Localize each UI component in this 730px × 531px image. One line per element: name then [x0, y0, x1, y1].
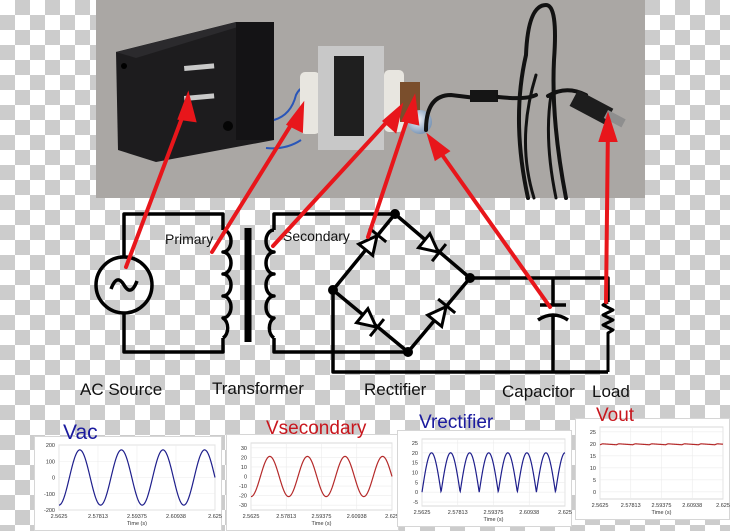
y-tick-label: -20	[239, 494, 247, 500]
y-tick-label: 15	[412, 461, 418, 467]
y-tick-label: 0	[415, 490, 418, 496]
schematic	[94, 209, 615, 374]
y-tick-label: -5	[413, 500, 418, 506]
y-tick-label: -10	[239, 484, 247, 490]
y-tick-label: -100	[44, 492, 55, 498]
x-tick-label: 2.59375	[484, 510, 504, 516]
node-dot	[403, 347, 413, 357]
wire-ground	[331, 290, 608, 374]
sine-icon	[109, 278, 139, 292]
node-dot	[328, 285, 338, 295]
y-tick-label: 25	[590, 430, 596, 436]
x-axis-label: Time (s)	[652, 510, 672, 516]
label-ac-source: AC Source	[80, 380, 163, 399]
x-tick-label: 2.625	[558, 510, 572, 516]
wire-secondary-bottom	[272, 338, 408, 354]
y-tick-label: 30	[241, 446, 247, 452]
chart-vout: 25 20 15 10 5 0 2.5625 2.57813 2.59375 2.60938 2.6…	[575, 418, 730, 520]
y-tick-label: 5	[593, 478, 596, 484]
primary-label: Primary	[165, 231, 214, 247]
chart-vout-plot: 25 20 15 10 5 0 2.5625 2.57813 2.59375 2.60938 2.6…	[590, 426, 730, 516]
y-tick-label: 10	[590, 466, 596, 472]
x-tick-label: 2.5625	[592, 503, 609, 509]
x-tick-label: 2.57813	[448, 510, 468, 516]
diode-3	[353, 305, 386, 338]
x-axis-label: Time (s)	[312, 521, 332, 527]
series-line	[599, 443, 724, 446]
y-tick-label: 10	[241, 465, 247, 471]
x-tick-label: 2.57813	[276, 514, 296, 520]
y-tick-label: 0	[52, 476, 55, 482]
circuit-photo	[96, 0, 645, 200]
x-tick-label: 2.625	[385, 514, 399, 520]
secondary-coil	[264, 228, 276, 340]
primary-coil	[221, 228, 233, 340]
y-tick-label: -200	[44, 508, 55, 514]
y-tick-label: 0	[593, 490, 596, 496]
y-tick-label: -30	[239, 503, 247, 509]
chart-vsecondary-plot: 30 20 10 0 -10 -20 -30 2.5625 2.57813 2.59375 2.60…	[239, 442, 399, 527]
x-tick-label: 2.5625	[243, 514, 260, 520]
node-dot	[390, 209, 400, 219]
wire-output	[470, 276, 610, 302]
y-tick-label: 25	[412, 441, 418, 447]
x-tick-label: 2.625	[208, 514, 222, 520]
chart-vrectifier-title: Vrectifier	[419, 412, 494, 433]
resistor-symbol	[601, 300, 615, 372]
chart-vsecondary-title: Vsecondary	[266, 418, 367, 439]
x-tick-label: 2.60938	[347, 514, 367, 520]
chart-vsecondary: 30 20 10 0 -10 -20 -30 2.5625 2.57813 2.59375 2.60…	[226, 434, 399, 531]
series-line	[421, 452, 566, 494]
y-tick-label: 20	[241, 455, 247, 461]
x-tick-label: 2.60938	[166, 514, 186, 520]
x-tick-label: 2.5625	[414, 510, 431, 516]
x-tick-label: 2.59375	[312, 514, 332, 520]
chart-vrectifier-plot: 25 20 15 10 5 0 -5 2.5625 2.57813 2.59375 2.60938 2…	[412, 438, 572, 523]
y-tick-label: 200	[46, 443, 55, 449]
chart-vac-title: Vac	[63, 421, 98, 444]
y-tick-label: 5	[415, 480, 418, 486]
label-load: Load	[592, 382, 630, 401]
x-tick-label: 2.5625	[51, 514, 68, 520]
x-tick-label: 2.60938	[682, 503, 702, 509]
y-tick-label: 0	[244, 475, 247, 481]
chart-vout-title: Vout	[596, 405, 635, 426]
series-line	[58, 449, 216, 506]
secondary-label: Secondary	[283, 228, 350, 244]
chart-vrectifier: 25 20 15 10 5 0 -5 2.5625 2.57813 2.59375 2.60938 2…	[397, 430, 572, 527]
y-tick-label: 15	[590, 454, 596, 460]
label-rectifier: Rectifier	[364, 380, 427, 399]
bridge-rectifier	[331, 212, 472, 354]
capacitor-symbol	[537, 278, 569, 372]
series-line	[250, 455, 393, 498]
label-transformer: Transformer	[212, 379, 304, 398]
x-tick-label: 2.625	[716, 503, 730, 509]
node-dot	[465, 273, 475, 283]
x-axis-label: Time (s)	[484, 517, 504, 523]
x-tick-label: 2.60938	[519, 510, 539, 516]
y-tick-label: 20	[590, 442, 596, 448]
y-tick-label: 100	[46, 459, 55, 465]
dc-cable-image	[424, 2, 626, 200]
x-axis-label: Time (s)	[127, 521, 147, 527]
x-tick-label: 2.57813	[621, 503, 641, 509]
label-capacitor: Capacitor	[502, 382, 575, 401]
wire-primary-bottom	[122, 313, 225, 354]
y-tick-label: 20	[412, 451, 418, 457]
y-tick-label: 10	[412, 471, 418, 477]
x-tick-label: 2.59375	[652, 503, 672, 509]
x-tick-label: 2.59375	[127, 514, 147, 520]
x-tick-label: 2.57813	[88, 514, 108, 520]
